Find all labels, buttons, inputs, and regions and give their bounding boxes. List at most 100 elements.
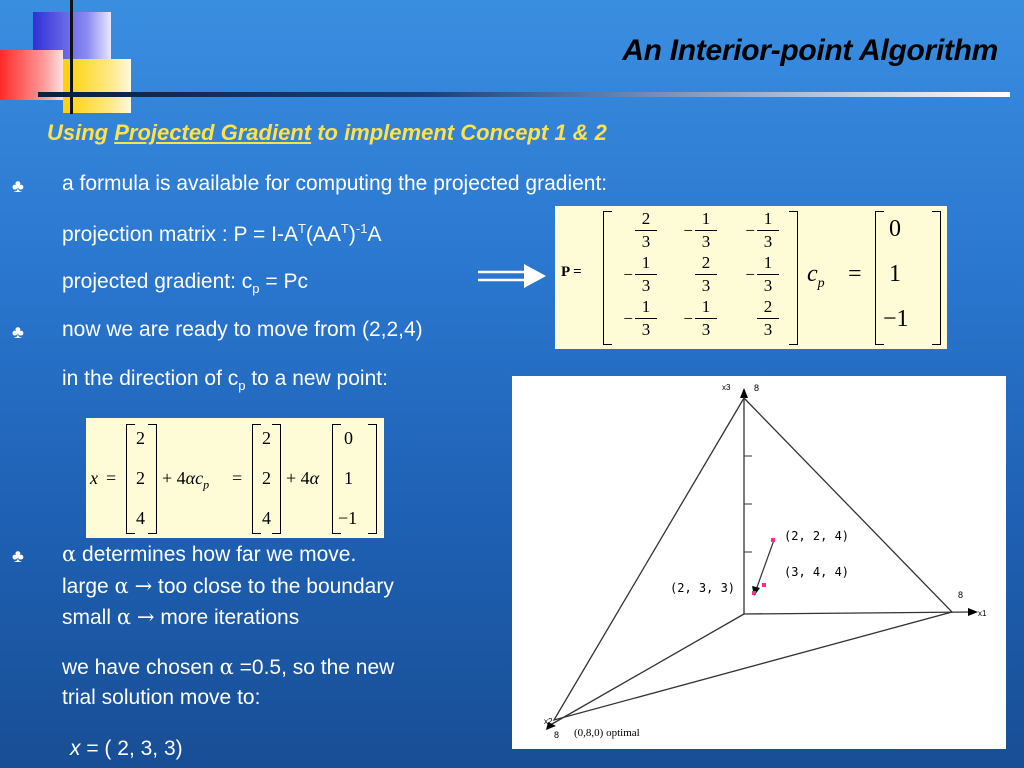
- pg-sub-p: p: [252, 281, 260, 297]
- text-line-projected-gradient: projected gradient: cp = Pc: [62, 270, 308, 296]
- cp-right-bracket: [932, 211, 941, 345]
- axis-x2-arrow: [546, 722, 556, 730]
- chosen-tail: =0.5, so the new: [233, 656, 395, 679]
- matrix-p-fraction-bar: [757, 230, 779, 231]
- eq-v2-right-bracket: [272, 424, 281, 534]
- large-text: large: [62, 575, 115, 598]
- matrix-p-numerator: 1: [641, 297, 651, 316]
- eq-plus-4-alpha: + 4α: [286, 468, 319, 489]
- axis-x2-line: [551, 613, 745, 725]
- cp-value-2: −1: [883, 306, 909, 332]
- slide-subtitle: Using Projected Gradient to implement Co…: [47, 120, 607, 146]
- matrix-p-sign: −: [683, 220, 693, 240]
- proj-sup-inv: -1: [355, 221, 368, 236]
- text-line-small-alpha: small α → more iterations: [62, 605, 299, 630]
- new-x-var: x: [70, 737, 81, 760]
- matrix-p-sign: −: [745, 264, 755, 284]
- text-line-chosen-alpha: we have chosen α =0.5, so the new: [62, 655, 394, 680]
- matrix-p-numerator: 1: [701, 209, 711, 228]
- alpha-symbol: α: [62, 542, 77, 566]
- point-233-marker: [752, 591, 756, 595]
- update-equation-panel: x = 2 2 4 + 4αcp = 2 2 4 + 4α 0 1 −1: [86, 418, 384, 538]
- cp-sub-p: p: [817, 275, 825, 291]
- matrix-p-sign: −: [745, 220, 755, 240]
- move-direction-line: [755, 539, 775, 591]
- subtitle-underlined: Projected Gradient: [114, 120, 312, 145]
- eq-plus1: + 4: [162, 468, 186, 488]
- eq-x: x: [90, 468, 98, 488]
- matrix-p-denominator: 3: [701, 276, 711, 295]
- eq-v2-left-bracket: [252, 424, 261, 534]
- text-line-direction: in the direction of cp to a new point:: [62, 367, 388, 393]
- bottom-8-label: 8: [554, 730, 559, 740]
- eq-v3-left-bracket: [332, 424, 341, 534]
- point-224-label: (2, 2, 4): [784, 529, 849, 543]
- bullet-club-icon: ♣: [12, 546, 24, 566]
- bullet-club-icon: ♣: [12, 322, 24, 342]
- eq-alpha1: α: [185, 468, 196, 488]
- eq-v2-1: 2: [262, 468, 271, 488]
- decor-yellow-square: [63, 59, 131, 113]
- matrix-p-fraction-bar: [757, 274, 779, 275]
- alpha-det-text: determines how far we move.: [76, 543, 357, 566]
- eq-plus-4-alpha-cp: + 4αcp: [162, 468, 209, 493]
- eq-v2-2: 4: [262, 508, 271, 528]
- axis-x3-arrow: [740, 388, 748, 398]
- alpha-symbol: α: [219, 655, 234, 679]
- matrix-p-fraction-bar: [635, 230, 657, 231]
- matrix-p-fraction-bar: [635, 318, 657, 319]
- proj-part-c: ): [348, 223, 356, 246]
- dir-part-b: to a new point:: [245, 367, 388, 390]
- cp-equals: =: [848, 261, 862, 287]
- decor-red-square: [0, 50, 63, 100]
- arrow-right-icon: →: [136, 605, 155, 629]
- matrix-p-denominator: 3: [641, 232, 651, 251]
- pg-part-a: projected gradient: c: [62, 270, 253, 293]
- eq-v3-right-bracket: [368, 424, 377, 534]
- matrix-p-denominator: 3: [701, 232, 711, 251]
- optimal-label: (0,8,0) optimal: [574, 727, 640, 739]
- proj-sup-t1: T: [297, 221, 306, 236]
- proj-sup-t2: T: [340, 221, 349, 236]
- text-line-projection-matrix: projection matrix : P = I-AT(AAT)-1A: [62, 221, 381, 247]
- point-344-marker: [762, 583, 766, 587]
- matrix-p-sign: −: [623, 264, 633, 284]
- matrix-p-sign: −: [623, 308, 633, 328]
- title-underline: [38, 92, 1010, 97]
- matrix-p-fraction-bar: [695, 318, 717, 319]
- eq-v3-2: −1: [338, 508, 358, 528]
- eq-v1-2: 4: [136, 508, 145, 528]
- dir-part-a: in the direction of c: [62, 367, 239, 390]
- point-344-label: (3, 4, 4): [784, 565, 849, 579]
- eq-equals-1: =: [106, 468, 117, 488]
- matrix-p-fraction-bar: [695, 230, 717, 231]
- cp-value-1: 1: [889, 261, 901, 287]
- cp-c: c: [807, 261, 818, 287]
- subtitle-prefix: Using: [47, 120, 115, 145]
- decor-vertical-line: [70, 0, 73, 114]
- pg-part-b: = Pc: [259, 270, 308, 293]
- matrix-p-fraction-bar: [695, 274, 717, 275]
- eq-plus2: + 4: [286, 468, 310, 488]
- new-x-value: = ( 2, 3, 3): [80, 737, 183, 760]
- eq-equals-2: =: [232, 468, 243, 488]
- eq-p: p: [203, 477, 210, 492]
- text-line-move-from: now we are ready to move from (2,2,4): [62, 318, 423, 341]
- alpha-symbol: α: [114, 574, 129, 598]
- proj-part-b: (AA: [305, 223, 341, 246]
- matrix-p-left-bracket: [603, 211, 612, 345]
- matrix-p-right-bracket: [789, 211, 798, 345]
- point-233-label: (2, 3, 3): [670, 581, 735, 595]
- axis-x1-line: [743, 611, 973, 615]
- small-tail: more iterations: [154, 606, 300, 629]
